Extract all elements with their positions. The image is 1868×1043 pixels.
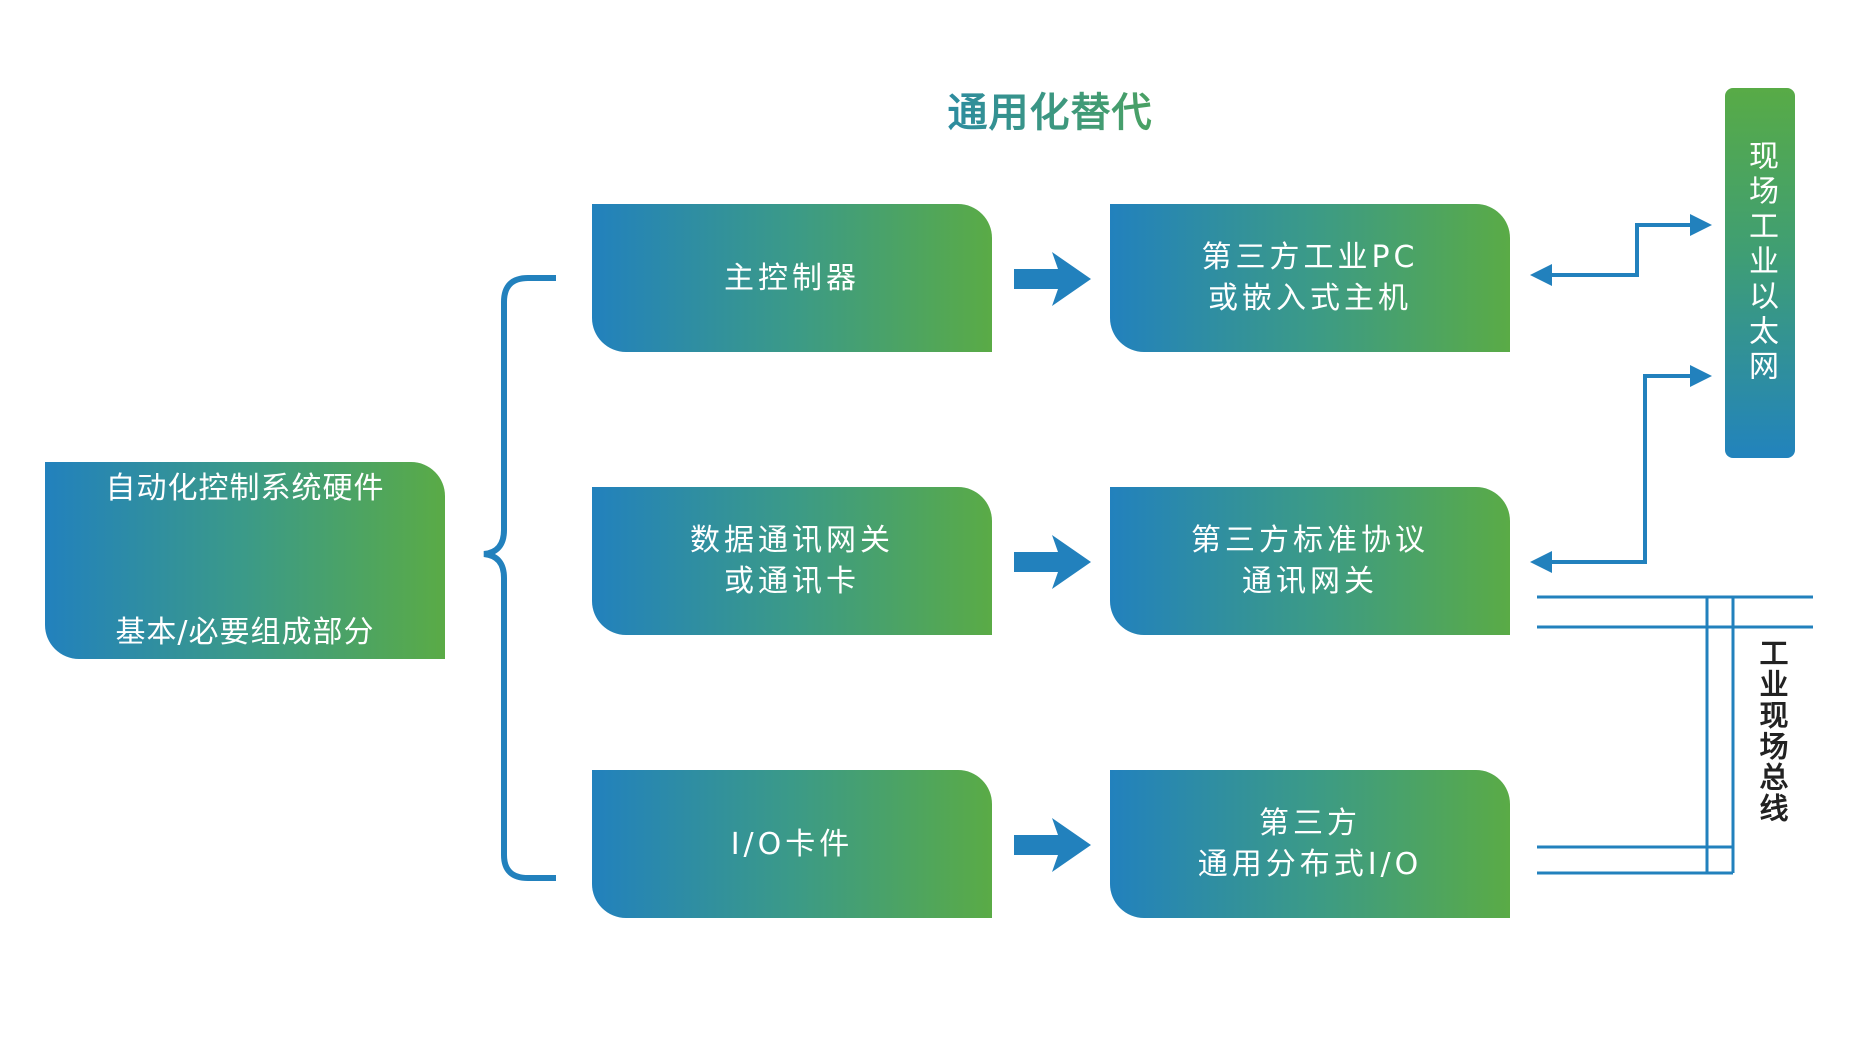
arrowhead-right-icon — [1690, 214, 1712, 236]
main-controller-label: 主控制器 — [724, 260, 860, 296]
root-box-text: 自动化控制系统硬件 基本/必要组成部分 — [106, 381, 385, 741]
arrowhead-left-icon — [1530, 264, 1552, 286]
ethernet-bar: 现场工业以太网 — [1725, 88, 1795, 458]
gateway-box: 数据通讯网关 或通讯卡 — [592, 487, 992, 635]
io-card-label: I/O卡件 — [730, 826, 854, 862]
arrow-right-icon — [1014, 818, 1091, 872]
io-card-box: I/O卡件 — [592, 770, 992, 918]
fieldbus-label: 工业现场总线 — [1755, 638, 1789, 824]
gateway-ethernet-connector — [1550, 374, 1692, 564]
curly-brace — [483, 275, 556, 881]
distributed-io-label: 第三方 通用分布式I/O — [1197, 806, 1423, 882]
protocol-gateway-label: 第三方标准协议 通讯网关 — [1191, 523, 1429, 599]
protocol-gateway-box: 第三方标准协议 通讯网关 — [1110, 487, 1510, 635]
distributed-io-box: 第三方 通用分布式I/O — [1110, 770, 1510, 918]
arrow-right-icon — [1014, 535, 1091, 589]
fieldbus-lines — [1537, 595, 1813, 875]
industrial-pc-box: 第三方工业PC 或嵌入式主机 — [1110, 204, 1510, 352]
main-controller-box: 主控制器 — [592, 204, 992, 352]
root-box-line2: 基本/必要组成部分 — [115, 614, 375, 650]
industrial-pc-label: 第三方工业PC 或嵌入式主机 — [1201, 240, 1419, 316]
root-box-line1: 自动化控制系统硬件 — [105, 470, 385, 506]
pc-ethernet-connector — [1550, 223, 1692, 277]
arrowhead-right-icon — [1690, 365, 1712, 387]
arrowhead-left-icon — [1530, 551, 1552, 573]
arrow-right-icon — [1014, 252, 1091, 306]
ethernet-label: 现场工业以太网 — [1743, 140, 1778, 385]
root-box: 自动化控制系统硬件 基本/必要组成部分 — [45, 462, 445, 659]
diagram-title: 通用化替代 — [850, 80, 1250, 138]
gateway-label: 数据通讯网关 或通讯卡 — [690, 523, 894, 599]
